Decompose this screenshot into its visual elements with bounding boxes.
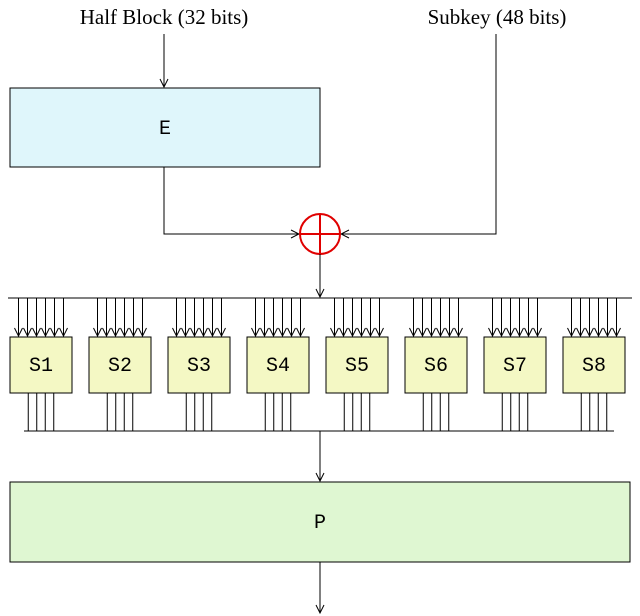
sbox-label: S1 bbox=[29, 355, 53, 378]
half-block-label: Half Block (32 bits) bbox=[80, 5, 249, 29]
sbox-output-lines bbox=[27, 393, 608, 431]
sbox-2 bbox=[88, 336, 152, 394]
expansion-label: E bbox=[159, 118, 171, 141]
sbox-5 bbox=[325, 336, 389, 394]
sbox-6 bbox=[404, 336, 468, 394]
permutation-label: P bbox=[314, 512, 326, 535]
sbox-4 bbox=[246, 336, 310, 394]
sbox-7 bbox=[483, 336, 547, 394]
sbox-label: S5 bbox=[345, 355, 369, 378]
subkey-label: Subkey (48 bits) bbox=[428, 5, 567, 29]
sbox-label: S6 bbox=[424, 355, 448, 378]
expansion-box bbox=[9, 87, 321, 168]
permutation-box bbox=[9, 481, 631, 563]
sbox-label: S7 bbox=[503, 355, 527, 378]
sbox-label: S2 bbox=[108, 355, 132, 378]
sbox-label: S3 bbox=[187, 355, 211, 378]
sbox-input-lines bbox=[19, 298, 617, 336]
sbox-1 bbox=[9, 336, 73, 394]
sbox-label: S4 bbox=[266, 355, 290, 378]
subkey-to-xor-line bbox=[341, 34, 497, 234]
sbox-group: S1 S2 S3 S4 S5 S6 S7 S8 bbox=[9, 336, 626, 394]
sbox-label: S8 bbox=[582, 355, 606, 378]
xor-icon bbox=[299, 213, 341, 255]
expansion-to-xor-line bbox=[163, 167, 299, 234]
sbox-3 bbox=[167, 336, 231, 394]
sbox-8 bbox=[562, 336, 626, 394]
